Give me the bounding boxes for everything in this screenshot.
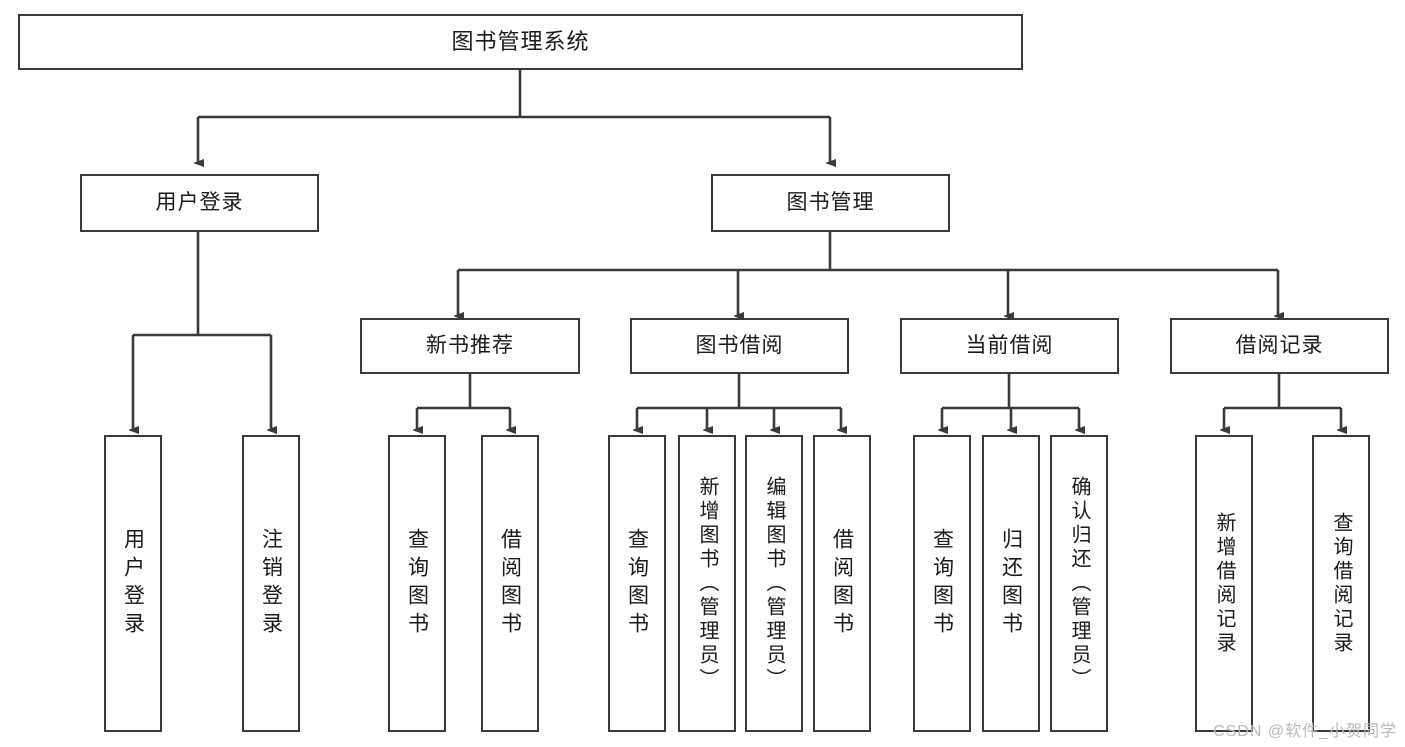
leaf-user-login-login[interactable]: 用户登录: [104, 435, 162, 732]
leaf-borrow-add-book[interactable]: 新增图书（管理员）: [678, 435, 736, 732]
node-root[interactable]: 图书管理系统: [18, 14, 1023, 70]
leaf-recommend-query-book[interactable]: 查询图书: [388, 435, 446, 732]
leaf-record-add-record-label: 新增借阅记录: [1213, 511, 1235, 656]
node-new-book-recommend[interactable]: 新书推荐: [360, 318, 580, 374]
leaf-current-query-book-label: 查询图书: [930, 527, 954, 640]
leaf-recommend-query-book-label: 查询图书: [405, 527, 429, 640]
leaf-borrow-query-book-label: 查询图书: [625, 527, 649, 640]
node-current-borrow[interactable]: 当前借阅: [900, 318, 1119, 374]
node-user-login[interactable]: 用户登录: [80, 174, 319, 232]
node-new-book-recommend-label: 新书推荐: [426, 333, 514, 357]
leaf-borrow-borrow-book-label: 借阅图书: [830, 527, 854, 640]
leaf-current-confirm-return-label: 确认归还（管理员）: [1068, 475, 1090, 692]
node-current-borrow-label: 当前借阅: [965, 333, 1054, 357]
leaf-borrow-edit-book[interactable]: 编辑图书（管理员）: [745, 435, 803, 732]
node-book-management-label: 图书管理: [786, 190, 875, 214]
leaf-current-query-book[interactable]: 查询图书: [913, 435, 971, 732]
leaf-borrow-edit-book-label: 编辑图书（管理员）: [763, 475, 785, 692]
node-borrow-record-label: 借阅记录: [1235, 333, 1324, 357]
leaf-recommend-borrow-book[interactable]: 借阅图书: [481, 435, 539, 732]
leaf-user-login-login-label: 用户登录: [121, 527, 145, 640]
leaf-current-return-book[interactable]: 归还图书: [982, 435, 1040, 732]
leaf-borrow-query-book[interactable]: 查询图书: [608, 435, 666, 732]
leaf-recommend-borrow-book-label: 借阅图书: [498, 527, 522, 640]
leaf-record-query-record[interactable]: 查询借阅记录: [1312, 435, 1370, 732]
leaf-borrow-borrow-book[interactable]: 借阅图书: [813, 435, 871, 732]
node-book-borrow[interactable]: 图书借阅: [630, 318, 849, 374]
leaf-user-login-logout[interactable]: 注销登录: [242, 435, 300, 732]
leaf-record-query-record-label: 查询借阅记录: [1330, 511, 1352, 656]
node-book-borrow-label: 图书借阅: [695, 333, 784, 357]
leaf-current-confirm-return[interactable]: 确认归还（管理员）: [1050, 435, 1108, 732]
node-user-login-label: 用户登录: [155, 190, 244, 214]
node-root-label: 图书管理系统: [451, 29, 590, 55]
leaf-record-add-record[interactable]: 新增借阅记录: [1195, 435, 1253, 732]
watermark: CSDN @软件_小贺同学: [1213, 723, 1397, 740]
node-book-management[interactable]: 图书管理: [711, 174, 950, 232]
leaf-current-return-book-label: 归还图书: [999, 527, 1023, 640]
node-borrow-record[interactable]: 借阅记录: [1170, 318, 1389, 374]
leaf-user-login-logout-label: 注销登录: [259, 527, 283, 640]
leaf-borrow-add-book-label: 新增图书（管理员）: [696, 475, 718, 692]
